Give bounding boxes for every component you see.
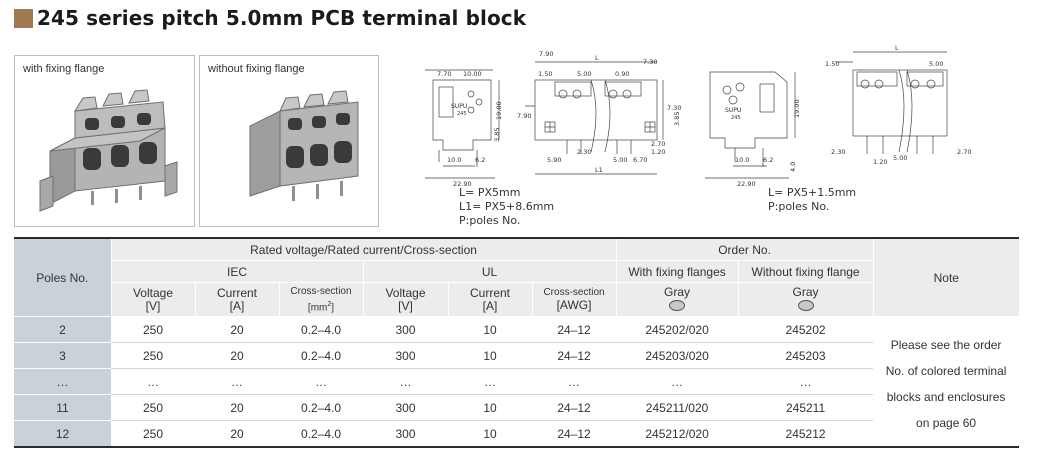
gray-color-swatch: [669, 299, 686, 311]
svg-text:10.0: 10.0: [735, 156, 749, 164]
iec-voltage-header: Voltage[V]: [111, 282, 196, 317]
svg-text:0.90: 0.90: [615, 70, 629, 78]
table-row: 12 250 20 0.2–4.0 300 10 24–12 245212/02…: [14, 420, 1019, 448]
spec-table: Poles No. Rated voltage/Rated current/Cr…: [14, 237, 1020, 448]
svg-text:1.50: 1.50: [538, 70, 552, 78]
drawing-front-with-flange: 7.90 1.50 5.00 L 0.90 7.30 7.90 7.30 3.8…: [517, 50, 681, 175]
svg-text:10.0: 10.0: [447, 156, 461, 164]
svg-text:7.30: 7.30: [667, 104, 681, 112]
photo-without-flange: without fixing flange: [199, 55, 379, 227]
drawing-front-without-flange: L 1.50 5.00 2.30 1.20 5.00 2.70: [825, 44, 971, 166]
svg-text:4.0: 4.0: [789, 162, 797, 172]
without-flange-color-header: Gray: [738, 282, 874, 317]
svg-text:10.00: 10.00: [463, 70, 482, 78]
svg-text:7.90: 7.90: [517, 112, 531, 120]
ul-current-header: Current[A]: [448, 282, 533, 317]
ul-header: UL: [363, 260, 617, 283]
svg-text:22.90: 22.90: [453, 180, 472, 188]
iec-current-header: Current[A]: [195, 282, 280, 317]
ul-cross-section-header: Cross-section[AWG]: [532, 282, 617, 317]
table-row: … … … … … … … … …: [14, 368, 1019, 395]
svg-text:245: 245: [731, 115, 741, 121]
terminal-block-without-flange-image: [249, 90, 359, 201]
drawing-notes-right: L= PX5+1.5mm P:poles No.: [768, 186, 857, 213]
svg-text:3.85: 3.85: [673, 112, 681, 126]
svg-text:2.70: 2.70: [651, 140, 665, 148]
page-title-text: 245 series pitch 5.0mm PCB terminal bloc…: [37, 6, 527, 30]
page-title: 245 series pitch 5.0mm PCB terminal bloc…: [14, 6, 526, 30]
svg-text:19.00: 19.00: [495, 101, 503, 120]
drawing-side-without-flange: SUPU 245 19.00 4.0 10.0 6.2 22.90: [705, 71, 801, 188]
table-row: 11 250 20 0.2–4.0 300 10 24–12 245211/02…: [14, 394, 1019, 421]
svg-text:SUPU: SUPU: [725, 107, 741, 114]
svg-text:5.00: 5.00: [929, 60, 943, 68]
svg-text:22.90: 22.90: [737, 180, 756, 188]
without-flange-header: Without fixing flange: [738, 260, 874, 283]
drawing-logo-text: SUPU: [451, 103, 467, 110]
svg-text:5.00: 5.00: [893, 154, 907, 162]
note-header: Note: [873, 237, 1020, 317]
table-row: 3 250 20 0.2–4.0 300 10 24–12 245203/020…: [14, 342, 1019, 369]
rated-group-header: Rated voltage/Rated current/Cross-sectio…: [111, 237, 617, 261]
svg-text:1.50: 1.50: [825, 60, 839, 68]
ul-voltage-header: Voltage[V]: [363, 282, 449, 317]
svg-text:L: L: [595, 54, 599, 62]
terminal-block-with-flange-image: [39, 89, 178, 212]
gray-color-swatch: [797, 299, 814, 311]
svg-text:2.70: 2.70: [957, 148, 971, 156]
svg-text:7.70: 7.70: [437, 70, 451, 78]
svg-text:2.30: 2.30: [831, 148, 845, 156]
svg-text:1.20: 1.20: [651, 148, 665, 156]
drawing-notes-left: L= PX5mm L1= PX5+8.6mm P:poles No.: [459, 186, 555, 227]
svg-text:245: 245: [457, 111, 467, 117]
title-marker-square: [14, 8, 33, 28]
svg-text:L: L: [895, 44, 899, 52]
photo-with-flange: with fixing flange: [14, 55, 195, 227]
photo-caption-without-flange: without fixing flange: [208, 63, 305, 75]
poles-header: Poles No.: [14, 237, 112, 317]
svg-text:3.85: 3.85: [493, 128, 501, 142]
svg-text:7.90: 7.90: [539, 50, 553, 58]
with-flange-header: With fixing flanges: [616, 260, 739, 283]
drawing-side-with-flange: SUPU 245 7.70 10.00 19.00 3.85 10.0 6.2 …: [425, 69, 503, 188]
iec-cross-section-header: Cross-section[mm2]: [279, 282, 364, 317]
svg-text:5.90: 5.90: [547, 156, 561, 164]
note-cell: Please see the order No. of colored term…: [873, 316, 1020, 448]
svg-text:6.2: 6.2: [763, 156, 773, 164]
photo-caption-with-flange: with fixing flange: [23, 63, 105, 75]
iec-header: IEC: [111, 260, 364, 283]
svg-text:6.2: 6.2: [475, 156, 485, 164]
svg-text:5.00: 5.00: [577, 70, 591, 78]
svg-text:6.70: 6.70: [633, 156, 647, 164]
order-group-header: Order No.: [616, 237, 874, 261]
with-flange-color-header: Gray: [616, 282, 739, 317]
svg-text:1.20: 1.20: [873, 158, 887, 166]
svg-text:5.00: 5.00: [613, 156, 627, 164]
svg-text:L1: L1: [595, 166, 603, 174]
svg-text:7.30: 7.30: [643, 58, 657, 66]
dimension-drawings: SUPU 245 7.70 10.00 19.00 3.85 10.0 6.2 …: [425, 44, 971, 188]
svg-text:19.00: 19.00: [793, 99, 801, 118]
svg-text:2.30: 2.30: [577, 148, 591, 156]
table-row: 2 250 20 0.2–4.0 300 10 24–12 245202/020…: [14, 316, 1020, 448]
